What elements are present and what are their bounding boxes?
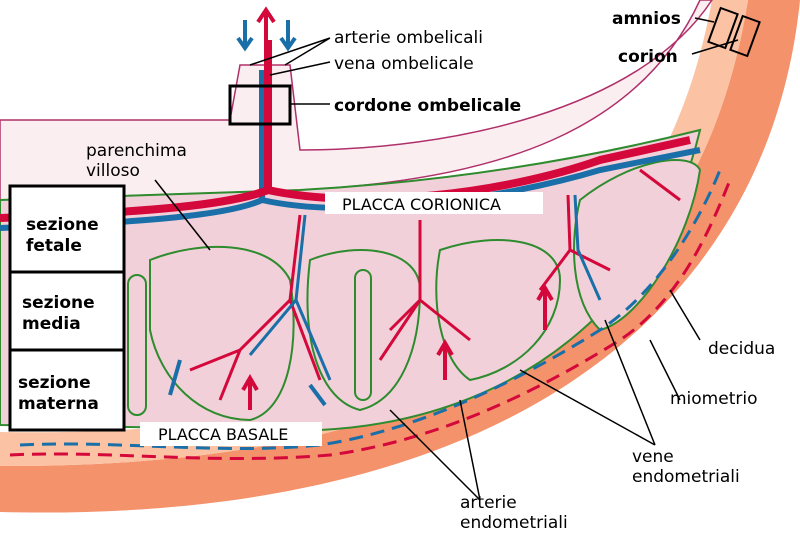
label-decidua: decidua	[708, 339, 775, 359]
label-arterie-ombelicali: arterie ombelicali	[334, 28, 483, 48]
maternal-vessels	[9, 169, 732, 461]
label-corion: corion	[618, 47, 678, 67]
label-sezione-media-2: media	[22, 314, 81, 334]
label-miometrio: miometrio	[670, 389, 757, 409]
label-sezione-media-1: sezione	[22, 293, 95, 313]
label-parenchima: parenchima	[86, 141, 187, 161]
label-vene: vene	[632, 447, 674, 467]
label-cordone-ombelicale: cordone ombelicale	[334, 96, 521, 116]
flow-arrows	[168, 6, 554, 410]
label-sezione-fetale-1: sezione	[26, 215, 99, 235]
villi	[127, 159, 702, 422]
label-sezione-materna-2: materna	[18, 394, 99, 414]
label-arterie: arterie	[460, 493, 517, 513]
chorion-membrane	[0, 0, 713, 201]
leader-lines	[154, 17, 739, 501]
label-placca-corionica: PLACCA CORIONICA	[342, 195, 501, 214]
label-arterie-endometriali: endometriali	[460, 513, 568, 533]
placca-corionica-bg	[325, 192, 543, 214]
label-villoso: villoso	[86, 161, 140, 181]
label-sezione-materna-1: sezione	[18, 373, 91, 393]
cord-box	[228, 84, 292, 126]
placca-basale-bg	[140, 422, 322, 446]
label-placca-basale: PLACCA BASALE	[158, 425, 288, 444]
sections-panel	[8, 184, 126, 432]
label-vena-ombelicale: vena ombelicale	[334, 54, 474, 74]
label-amnios: amnios	[612, 9, 681, 29]
membrane-boxes	[707, 6, 761, 58]
label-sezione-fetale-2: fetale	[26, 236, 82, 256]
villous-vessels	[189, 168, 681, 401]
label-vene-endometriali: endometriali	[632, 467, 740, 487]
